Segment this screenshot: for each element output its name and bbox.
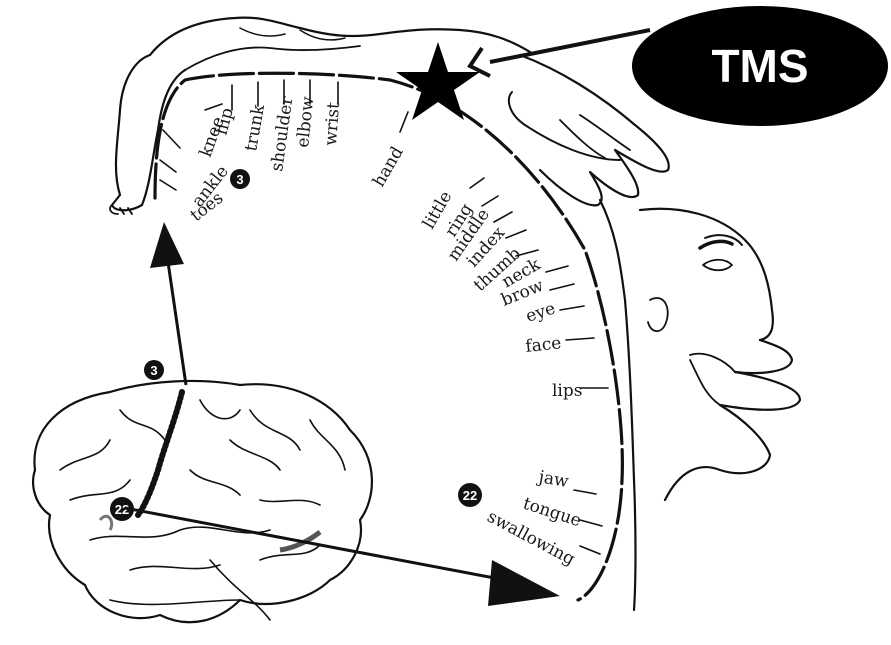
label-eye: eye [523,299,557,327]
label-hand: hand [369,143,408,190]
label-shoulder: shoulder [267,94,297,172]
svg-text:22: 22 [463,488,477,503]
tms-star-icon [396,42,480,120]
label-elbow: elbow [293,95,318,148]
region-badge-lower: 22 [458,483,482,507]
label-trunk: trunk [241,102,269,153]
region-badge-upper: 3 [230,169,250,189]
label-lips: lips [552,381,582,401]
region-badge-brain-upper: 3 [144,360,164,380]
svg-text:3: 3 [150,363,157,378]
brain-illustration [33,381,372,622]
svg-text:3: 3 [236,172,243,187]
label-jaw: jaw [535,467,570,492]
label-knee: knee [196,114,229,160]
label-wrist: wrist [321,101,344,146]
tms-label: TMS [711,40,808,92]
tms-callout: TMS [632,6,888,126]
label-face: face [524,333,562,357]
